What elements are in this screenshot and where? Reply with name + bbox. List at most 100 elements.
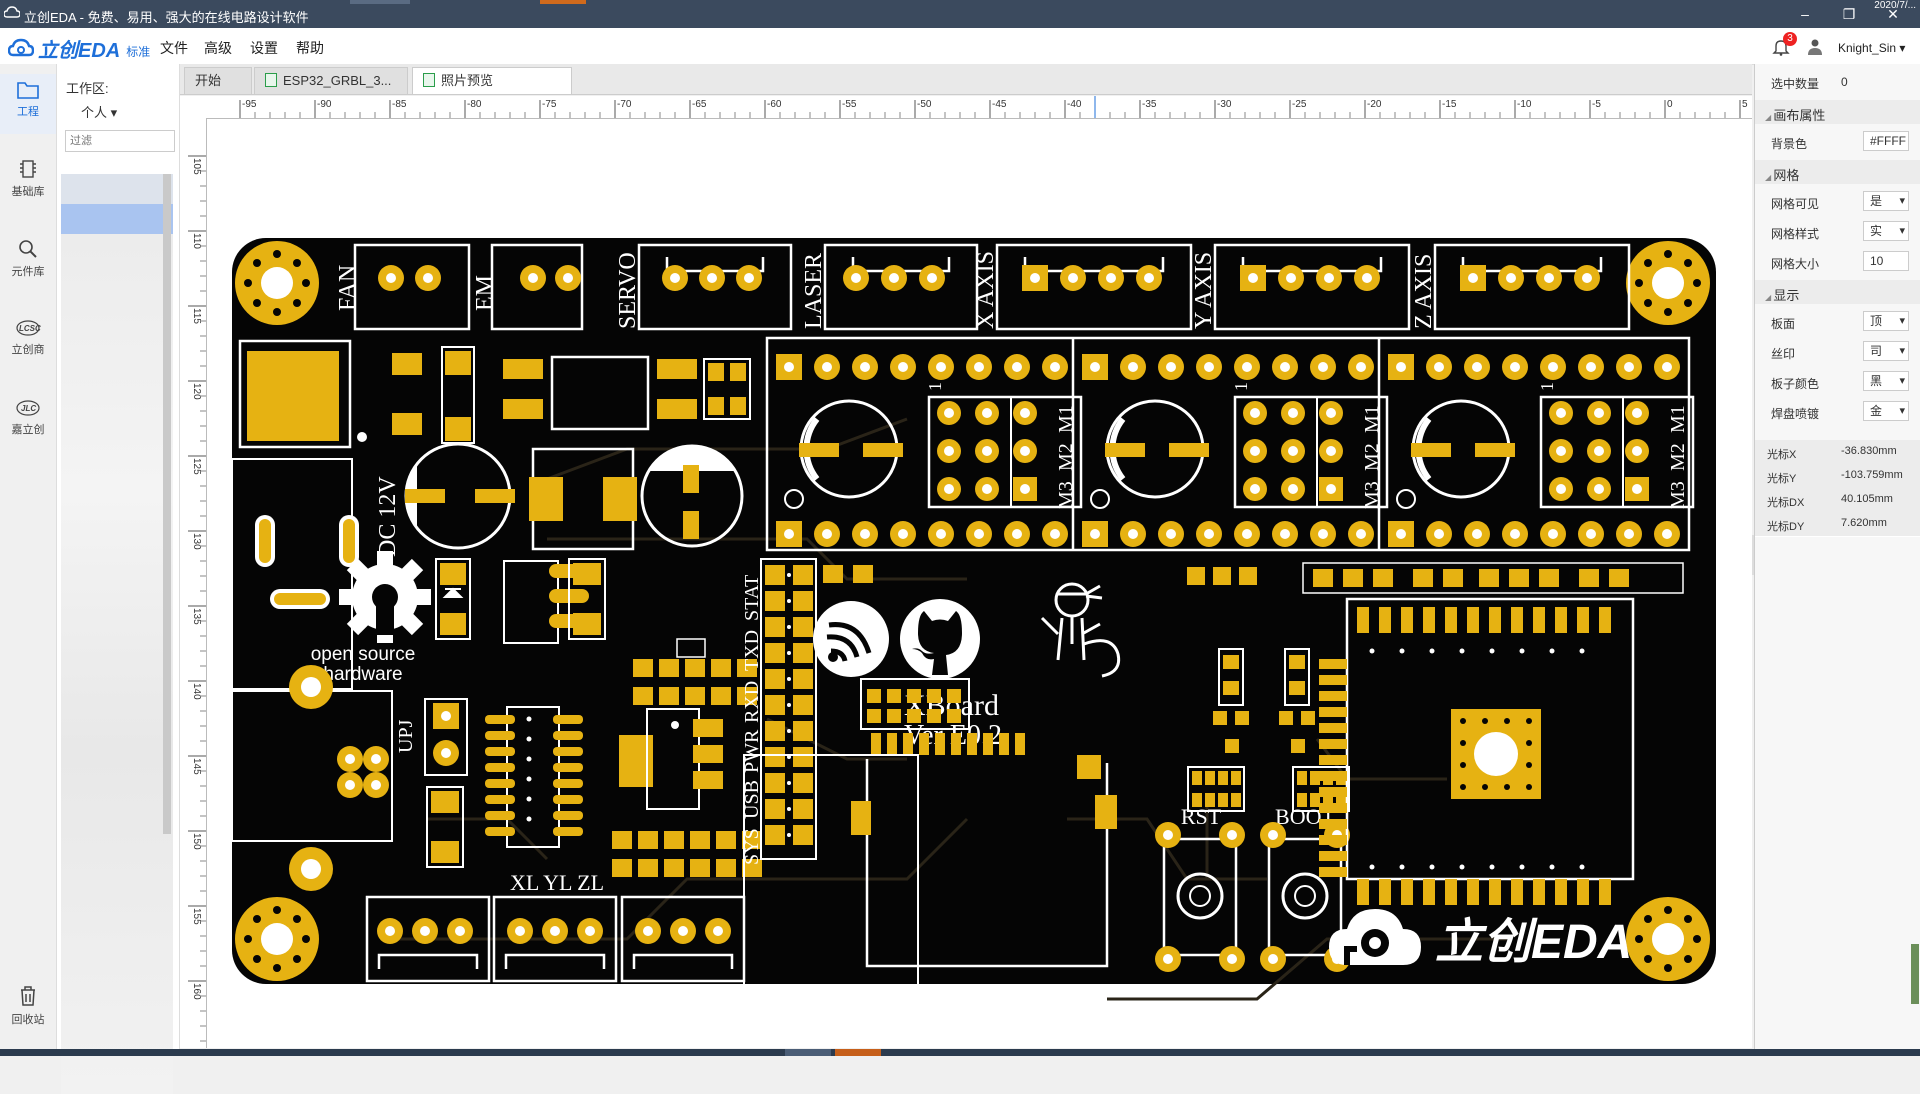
close-button[interactable]: ✕ (1887, 6, 1899, 22)
esp-side-pad (1319, 803, 1347, 813)
prop-board-color-select[interactable]: 黑 (1863, 371, 1909, 391)
user-menu[interactable]: Knight_Sin ▾ (1838, 41, 1906, 55)
workspace-value: 个人 (81, 105, 108, 120)
driver-header-hole (822, 362, 832, 372)
restore-button[interactable]: ❐ (1842, 6, 1856, 22)
project-scrollbar[interactable] (163, 174, 171, 834)
led-polarity-dot (787, 677, 791, 681)
section-grid[interactable]: 网格 (1755, 160, 1920, 184)
trash-icon (21, 986, 35, 1006)
transistor-outline (1218, 648, 1244, 706)
user-avatar-icon[interactable] (1806, 38, 1824, 56)
tab-pcb[interactable]: ESP32_GRBL_3... (254, 67, 408, 94)
prop-grid-size-input[interactable]: 10 (1863, 251, 1909, 271)
led-pad (765, 695, 785, 715)
prop-grid-style-select[interactable]: 实 (1863, 221, 1909, 241)
transistor-pad (1223, 681, 1239, 695)
resistor-array-pad (1192, 793, 1202, 807)
prop-bg-input[interactable]: #FFFF (1863, 131, 1909, 151)
sop-pin-left (485, 715, 515, 724)
menu-help[interactable]: 帮助 (296, 40, 324, 56)
resistor-array-outline (1187, 766, 1245, 812)
sd-contact-pad (951, 733, 961, 755)
sidebar-item-basic-lib[interactable]: 基础库 (0, 158, 56, 199)
ninja-mascot (1040, 582, 1121, 678)
driver-header-hole (1242, 362, 1252, 372)
section-grid-title: 网格 (1765, 165, 1799, 184)
driver-header-hole (1166, 529, 1176, 539)
notification-bell-icon[interactable] (1772, 38, 1790, 56)
section-canvas[interactable]: 画布属性 (1755, 100, 1920, 124)
prop-grid-visible-select[interactable]: 是 (1863, 191, 1909, 211)
ruler-tick-label: -15 (1442, 99, 1457, 110)
prop-pad-finish-select[interactable]: 金 (1863, 401, 1909, 421)
sidebar-item-project[interactable]: 工程 (0, 74, 56, 134)
menu-file[interactable]: 文件 (160, 40, 188, 56)
ruler-tick-label: -30 (1217, 99, 1232, 110)
driver-header-hole (936, 362, 946, 372)
project-item-selected-blurred[interactable] (61, 204, 173, 234)
menu-settings[interactable]: 设置 (250, 40, 278, 56)
driver-pin1-label: 1 (1537, 382, 1557, 391)
sop-via (526, 736, 532, 742)
driver-jumper-hole (1556, 484, 1566, 494)
led-pad (765, 773, 785, 793)
led-pad (765, 669, 785, 689)
label-x-axis: X AXIS (973, 251, 999, 329)
led-pad (793, 799, 813, 819)
transistor-pad (1223, 655, 1239, 669)
side-widget-handle[interactable] (1911, 944, 1919, 1004)
cursor-y-value: -103.759mm (1841, 469, 1903, 481)
clock: 2020/7/... (1874, 0, 1916, 11)
smd-pad (685, 659, 705, 677)
sidebar-item-jlc[interactable]: JLC 嘉立创 (0, 398, 56, 437)
esp-top-pad (1533, 607, 1545, 633)
sop-via (526, 756, 532, 762)
taskbar-app-active[interactable] (835, 1049, 881, 1056)
brand[interactable]: 立创EDA 标准 (8, 34, 150, 63)
ruler-tick-label: -90 (317, 99, 332, 110)
driver-header-hole (1356, 362, 1366, 372)
horizontal-ruler: -95-90-85-80-75-70-65-60-55-50-45-40-35-… (200, 96, 1752, 119)
esp-top-pad (1599, 607, 1611, 633)
driver-microstep-label: M2 (1361, 443, 1383, 471)
tab-pcb-label: ESP32_GRBL_3... (283, 73, 392, 88)
resistor-array-pad (1297, 771, 1307, 785)
tab-photo-preview[interactable]: 照片预览 (412, 67, 572, 94)
driver-header-hole (822, 529, 832, 539)
pcb-photo-preview: FAN EM SERVO LASER X AXIS Y AXIS Z AXIS … (231, 238, 1716, 1056)
title-strip-accent (540, 0, 586, 4)
taskbar-app[interactable] (785, 1049, 831, 1056)
resistor-array-pad (1205, 771, 1215, 785)
section-canvas-title: 画布属性 (1765, 105, 1825, 124)
driver-header-hole (1012, 362, 1022, 372)
transistor-pad (1289, 655, 1305, 669)
minimize-button[interactable]: – (1801, 6, 1809, 22)
sidebar-label-project: 工程 (17, 106, 39, 118)
sop-pin-right (553, 779, 583, 788)
led-pad (793, 721, 813, 741)
cursor-dy-label: 光标DY (1767, 521, 1805, 533)
filter-input[interactable] (65, 130, 175, 152)
mount-hole-br (1626, 897, 1710, 981)
driver-header-hole (1090, 362, 1100, 372)
prop-silk-select[interactable]: 司 (1863, 341, 1909, 361)
sidebar-item-lcsc[interactable]: LCSC 立创商 (0, 318, 56, 357)
driver-jumper-hole (1250, 446, 1260, 456)
tab-start[interactable]: 开始 (184, 67, 252, 94)
workspace-select[interactable]: 个人 ▾ (81, 105, 118, 120)
prop-grid-visible-label: 网格可见 (1771, 197, 1820, 211)
pcb-canvas[interactable]: FAN EM SERVO LASER X AXIS Y AXIS Z AXIS … (207, 119, 1752, 1056)
sidebar-item-trash[interactable]: 回收站 (0, 984, 56, 1027)
led-polarity-dot (787, 599, 791, 603)
prop-bg-color: 背景色 #FFFF (1755, 128, 1920, 156)
prop-board-side-select[interactable]: 顶 (1863, 311, 1909, 331)
led-polarity-dot (787, 573, 791, 577)
ruler-tick-label: -60 (767, 99, 782, 110)
menu-advanced[interactable]: 高级 (204, 40, 232, 56)
smd-pad (659, 659, 679, 677)
section-display[interactable]: 显示 (1755, 280, 1920, 304)
led-pad (765, 565, 785, 585)
led-polarity-dot (787, 781, 791, 785)
sidebar-item-component-lib[interactable]: 元件库 (0, 238, 56, 279)
